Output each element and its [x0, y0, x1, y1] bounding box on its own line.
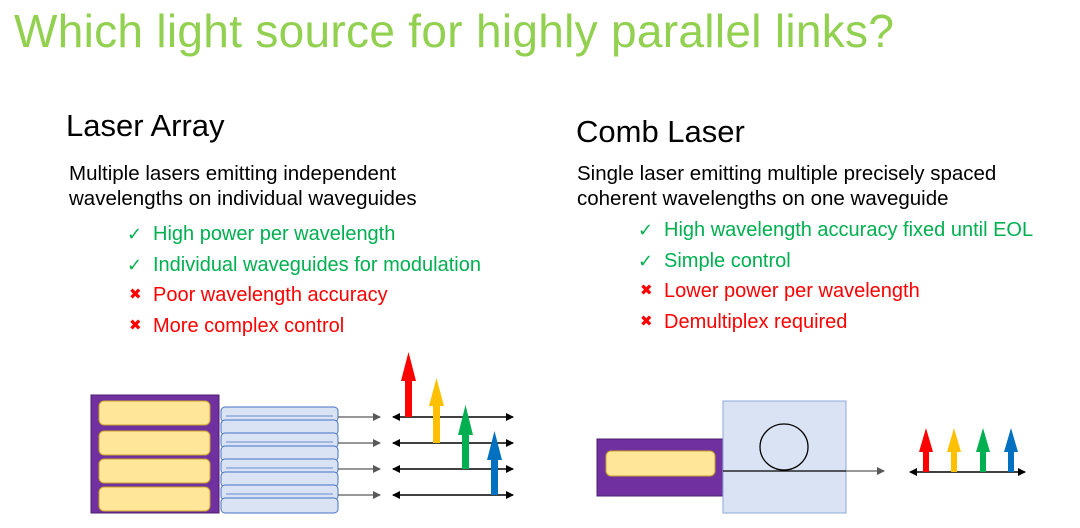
blue-wavelength-arrow: [487, 431, 502, 460]
check-icon: ✓: [127, 224, 143, 245]
red-comb-arrow: [919, 428, 933, 452]
yellow-wavelength-arrow: [429, 378, 444, 406]
green-comb-stem: [980, 448, 986, 472]
ring-resonator: [759, 423, 809, 471]
laser-array-description: Multiple lasers emitting independent wav…: [69, 161, 417, 211]
yellow-comb-stem: [951, 448, 957, 472]
waveguide-array: [220, 406, 339, 514]
laser-array-description-line: Multiple lasers emitting independent: [69, 162, 397, 185]
laser-bar: [98, 486, 211, 512]
laser-bars: [98, 400, 211, 512]
comb-laser-description-line: coherent wavelengths on one waveguide: [577, 187, 949, 210]
laser-array-heading: Laser Array: [66, 108, 225, 143]
yellow-wavelength-stem: [433, 403, 440, 443]
bullet-text: Lower power per wavelength: [664, 280, 920, 303]
bullet-text: Simple control: [664, 249, 791, 272]
bullet-text: Individual waveguides for modulation: [153, 253, 481, 276]
yellow-comb-arrow: [947, 428, 961, 452]
cross-icon: ✖: [640, 312, 653, 330]
comb-laser-bar: [605, 450, 716, 477]
red-wavelength-arrow: [401, 352, 416, 381]
laser-array-bullet: ✓ Individual waveguides for modulation: [127, 250, 481, 281]
cross-icon: ✖: [129, 286, 142, 304]
check-icon: ✓: [638, 220, 654, 241]
laser-array-bullet: ✓ High power per wavelength: [127, 219, 481, 250]
cross-icon: ✖: [129, 316, 142, 334]
blue-wavelength-stem: [491, 457, 498, 495]
comb-laser-bullet: ✖ Lower power per wavelength: [638, 276, 1033, 307]
laser-array-description-line: wavelengths on individual waveguides: [69, 187, 417, 210]
red-wavelength-stem: [405, 378, 412, 417]
green-comb-arrow: [976, 428, 990, 452]
comb-laser-bullet: ✓ Simple control: [638, 246, 1033, 277]
laser-bar: [98, 400, 211, 426]
bullet-text: High wavelength accuracy fixed until EOL: [664, 219, 1034, 242]
comb-laser-diagram: [596, 400, 1026, 514]
bullet-text: Demultiplex required: [664, 310, 848, 333]
cross-icon: ✖: [640, 282, 653, 300]
comb-peaks: [919, 428, 1018, 472]
blue-comb-arrow: [1004, 428, 1018, 452]
laser-array-bullet-list: ✓ High power per wavelength ✓ Individual wa…: [127, 219, 481, 341]
laser-array-bullet: ✖ Poor wavelength accuracy: [127, 280, 481, 311]
check-icon: ✓: [638, 250, 654, 271]
comb-laser-description-line: Single laser emitting multiple precisely…: [577, 162, 997, 185]
laser-bar: [98, 458, 211, 484]
comb-laser-heading: Comb Laser: [576, 114, 745, 149]
wavelength-peaks: [401, 352, 502, 495]
laser-array-diagram: [90, 352, 514, 514]
comb-laser-description: Single laser emitting multiple precisely…: [577, 161, 996, 211]
bullet-text: More complex control: [153, 314, 345, 337]
comb-laser-bullet: ✖ Demultiplex required: [638, 307, 1033, 338]
check-icon: ✓: [127, 254, 143, 275]
laser-array-bullet: ✖ More complex control: [127, 311, 481, 342]
waveguide: [220, 497, 339, 514]
bullet-text: High power per wavelength: [153, 223, 396, 246]
bullet-text: Poor wavelength accuracy: [153, 284, 388, 307]
red-comb-stem: [923, 448, 929, 472]
output-arrows: [338, 413, 381, 499]
ring-resonator-chip: [722, 400, 847, 514]
green-wavelength-stem: [462, 432, 469, 469]
laser-bar: [98, 430, 211, 456]
comb-laser-bullet-list: ✓ High wavelength accuracy fixed until EO…: [638, 215, 1033, 337]
page-title: Which light source for highly parallel l…: [14, 5, 895, 57]
blue-comb-stem: [1008, 448, 1014, 472]
green-wavelength-arrow: [458, 405, 473, 435]
comb-laser-bullet: ✓ High wavelength accuracy fixed until EO…: [638, 215, 1033, 246]
